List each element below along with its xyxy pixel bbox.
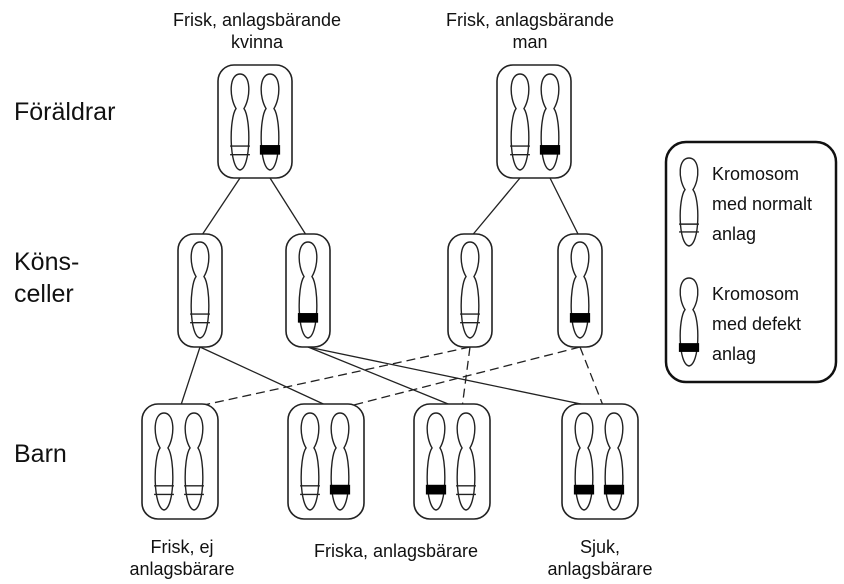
legend-normal-line1: Kromosom xyxy=(712,164,799,184)
gamete-chromosome-2 xyxy=(297,241,319,339)
row-label-gametes-line1: Köns- xyxy=(14,248,79,276)
gamete-chromosome-3 xyxy=(460,241,480,339)
mother-chromosome-2 xyxy=(259,73,281,171)
line-g1-c2 xyxy=(199,346,333,409)
legend-normal-line2: med normalt xyxy=(712,194,812,214)
defect-gene-band xyxy=(569,313,591,323)
child-2-chromosome-2 xyxy=(329,412,351,511)
child-1-chromosome-1 xyxy=(154,412,174,511)
legend-chromosomes xyxy=(678,157,700,367)
mother-chromosome-1 xyxy=(230,73,250,171)
defect-gene-band xyxy=(573,484,595,495)
mother-label-line2: kvinna xyxy=(231,32,284,52)
defect-gene-band xyxy=(425,484,447,495)
mother-box xyxy=(217,64,293,179)
child-label-sick-line1: Sjuk, xyxy=(580,537,620,557)
defect-gene-band xyxy=(678,343,700,352)
row-label-children: Barn xyxy=(14,440,67,468)
mother-label-line1: Frisk, anlagsbärande xyxy=(173,10,341,30)
line-mother-gamete1 xyxy=(199,177,241,239)
father-label-line1: Frisk, anlagsbärande xyxy=(446,10,614,30)
line-father-gamete4 xyxy=(549,177,581,239)
legend-box xyxy=(664,140,838,384)
defect-gene-band xyxy=(603,484,625,495)
line-g1-c1 xyxy=(179,346,201,409)
child-box-4 xyxy=(561,403,639,520)
connection-lines xyxy=(179,177,605,409)
line-g3-c3 xyxy=(461,346,471,409)
child-box-2 xyxy=(287,403,365,520)
legend-defect-line2: med defekt xyxy=(712,314,801,334)
line-g3-c1 xyxy=(189,346,471,409)
line-g4-c2 xyxy=(341,346,581,409)
child-3-chromosome-2 xyxy=(456,412,476,511)
father-label-line2: man xyxy=(512,32,547,52)
child-4-chromosome-2 xyxy=(603,412,625,511)
line-father-gamete3 xyxy=(469,177,521,239)
child-2-chromosome-1 xyxy=(300,412,320,511)
father-chromosome-2 xyxy=(539,73,561,171)
child-4-chromosome-1 xyxy=(573,412,595,511)
father-chromosome-1 xyxy=(510,73,530,171)
child-box-3 xyxy=(413,403,491,520)
child-label-healthy-line1: Frisk, ej xyxy=(151,537,214,557)
child-label-healthy-line2: anlagsbärare xyxy=(129,559,234,579)
legend-normal-line3: anlag xyxy=(712,224,756,244)
row-label-parents: Föräldrar xyxy=(14,98,115,126)
defect-gene-band xyxy=(329,484,351,495)
chromosome-boxes xyxy=(141,64,639,520)
line-g2-c3 xyxy=(307,346,459,409)
gamete-chromosome-4 xyxy=(569,241,591,339)
child-3-chromosome-1 xyxy=(425,412,447,511)
child-label-carriers: Friska, anlagsbärare xyxy=(314,541,478,561)
legend-defect-line1: Kromosom xyxy=(712,284,799,304)
legend-normal-chromosome xyxy=(679,157,699,247)
row-label-gametes-line2: celler xyxy=(14,280,74,308)
child-1-chromosome-2 xyxy=(184,412,204,511)
line-g4-c4 xyxy=(579,346,605,409)
father-box xyxy=(496,64,572,179)
child-box-1 xyxy=(141,403,219,520)
defect-gene-band xyxy=(259,145,281,155)
legend-defect-chromosome xyxy=(678,277,700,367)
line-g2-c4 xyxy=(307,346,601,409)
child-label-sick-line2: anlagsbärare xyxy=(547,559,652,579)
gamete-chromosome-1 xyxy=(190,241,210,339)
defect-gene-band xyxy=(297,313,319,323)
line-mother-gamete2 xyxy=(269,177,309,239)
legend-defect-line3: anlag xyxy=(712,344,756,364)
defect-gene-band xyxy=(539,145,561,155)
